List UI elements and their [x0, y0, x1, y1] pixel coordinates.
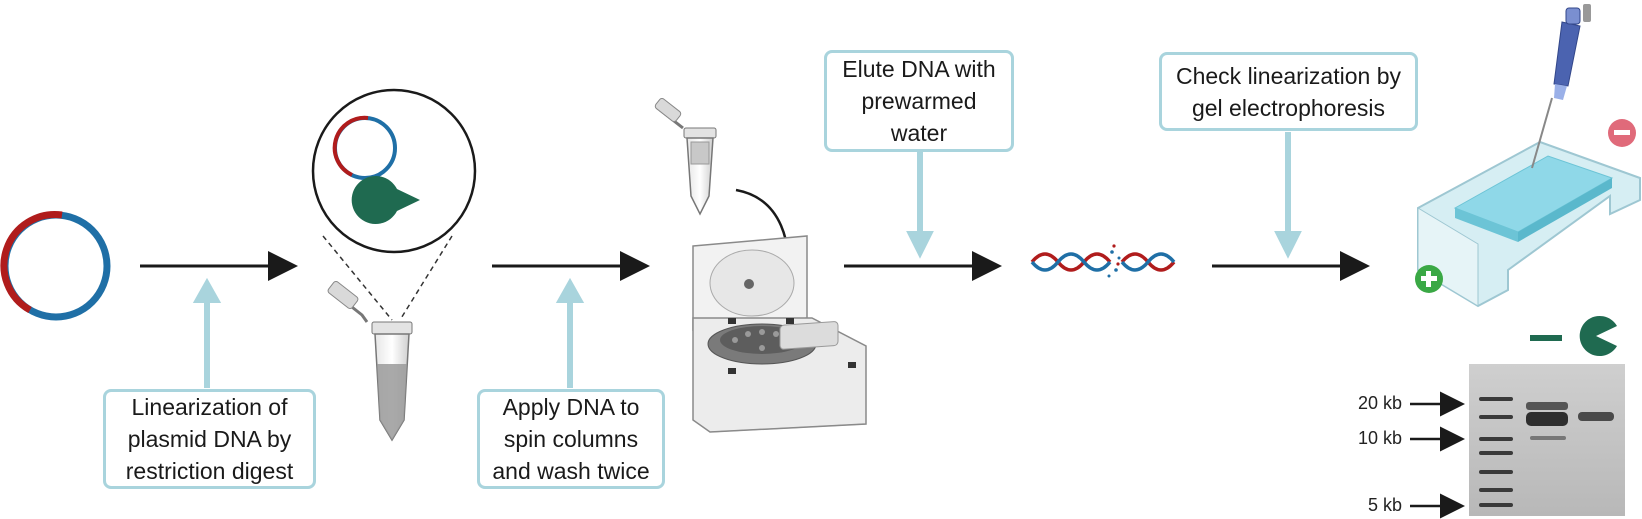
marker-label-10kb: 10 kb [1358, 428, 1403, 448]
plasmid-icon [0, 211, 111, 321]
step-apply-line-1: Apply DNA to [502, 394, 640, 420]
step-elute-line-3: water [890, 120, 948, 146]
tube-icon [327, 280, 413, 442]
plus-icon [1415, 265, 1443, 293]
step-linearization-line-2: plasmid DNA by [127, 426, 292, 452]
step-linearization-line-3: restriction digest [125, 458, 294, 484]
spin-column-icon [654, 97, 803, 305]
marker-label-5kb: 5 kb [1368, 495, 1403, 515]
dna-helix-icon [1030, 244, 1176, 278]
magnifier-icon [311, 88, 477, 321]
step-linearization-box: Linearization of plasmid DNA by restrict… [103, 389, 316, 489]
centrifuge-icon [692, 235, 867, 433]
gel-box-icon [1417, 140, 1641, 308]
step-elute-line-1: Elute DNA with [842, 56, 996, 82]
step-check-box: Check linearization by gel electrophores… [1159, 52, 1418, 131]
gel-image [1469, 364, 1625, 516]
step-apply-box: Apply DNA to spin columns and wash twice [477, 389, 665, 489]
lane-uncut-dash [1530, 335, 1562, 341]
step-check-line-1: Check linearization by [1175, 62, 1401, 89]
lane-enzyme-icon [1579, 316, 1617, 357]
enzyme-icon [351, 175, 420, 224]
step-elute-line-2: prewarmed [861, 88, 977, 114]
step-apply-line-3: and wash twice [492, 458, 650, 484]
step-elute-box: Elute DNA with prewarmed water [824, 50, 1014, 152]
marker-label-20kb: 20 kb [1358, 393, 1403, 413]
pipette-icon [1531, 4, 1591, 169]
step-apply-line-2: spin columns [503, 426, 639, 452]
step-linearization-line-1: Linearization of [131, 394, 288, 420]
step-check-line-2: gel electrophoresis [1191, 94, 1386, 121]
minus-icon [1608, 119, 1636, 147]
